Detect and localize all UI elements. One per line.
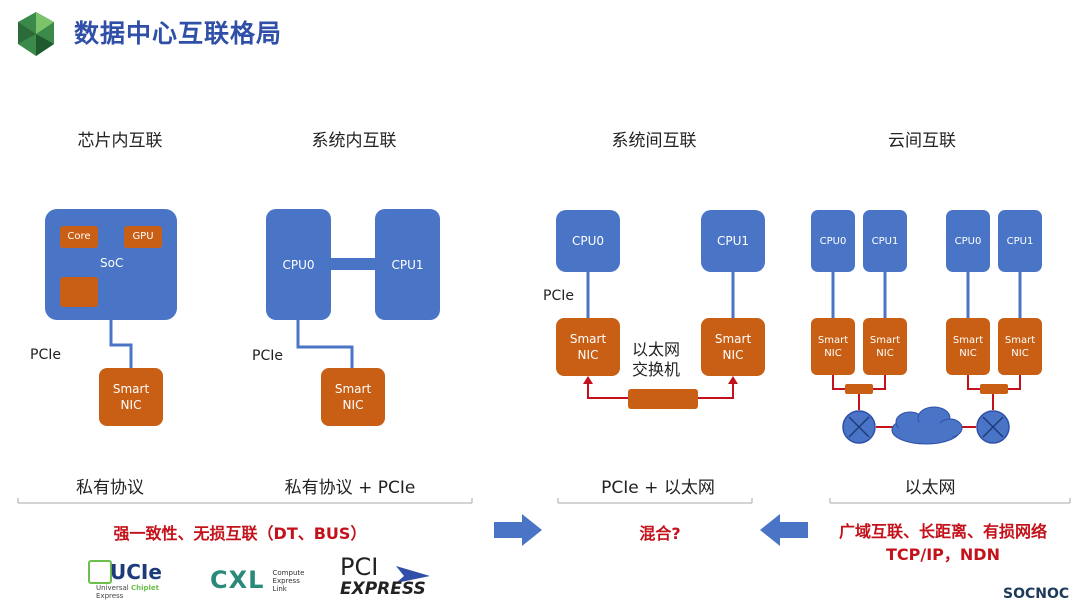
col-head-cloud: 云间互联: [888, 131, 956, 151]
cloud-switch-b: [980, 384, 1008, 394]
router-icon-right: [976, 410, 1010, 444]
cloud-cpu1-a: CPU1: [863, 210, 907, 272]
col-head-system: 系统内互联: [311, 131, 397, 151]
protocol-cloud: 以太网: [904, 478, 956, 498]
cloud-switch-a: [845, 384, 873, 394]
protocol-system: 私有协议 + PCIe: [284, 478, 416, 498]
summary-left: 强一致性、无损互联（DT、BUS）: [113, 524, 367, 543]
cloud-cpu0-a: CPU0: [811, 210, 855, 272]
cpu0-block-col2: CPU0: [266, 209, 331, 320]
pcie-label-3: PCIe: [543, 288, 574, 304]
pcie-label-1: PCIe: [30, 347, 61, 363]
arrow-right-icon: [494, 514, 542, 546]
brand-label: SOCNOC: [1003, 586, 1070, 602]
col-head-intersystem: 系统间互联: [611, 131, 697, 151]
cpu1-block-col2: CPU1: [375, 209, 440, 320]
soc-sub-block: [60, 277, 98, 307]
pci-express-logo: PCI EXPRESS: [340, 553, 426, 599]
cpu1-block-col3: CPU1: [701, 210, 765, 272]
ethernet-switch: [628, 389, 698, 409]
switch-label: 以太网交换机: [632, 340, 681, 379]
cloud-icon: [891, 406, 963, 445]
router-icon-left: [842, 410, 876, 444]
arrow-left-icon: [760, 514, 808, 546]
protocol-intersystem: PCIe + 以太网: [601, 478, 715, 498]
cloud-cpu1-b: CPU1: [998, 210, 1042, 272]
core-block: Core: [60, 226, 98, 248]
summary-middle: 混合?: [639, 524, 681, 543]
pcie-label-2: PCIe: [252, 348, 283, 364]
col-head-chip: 芯片内互联: [77, 131, 163, 151]
protocol-chip: 私有协议: [76, 478, 144, 498]
page-title: 数据中心互联格局: [74, 19, 283, 48]
cpu0-block-col3: CPU0: [556, 210, 620, 272]
gpu-block: GPU: [124, 226, 162, 248]
cloud-cpu0-b: CPU0: [946, 210, 990, 272]
soc-label: SoC: [100, 256, 124, 270]
